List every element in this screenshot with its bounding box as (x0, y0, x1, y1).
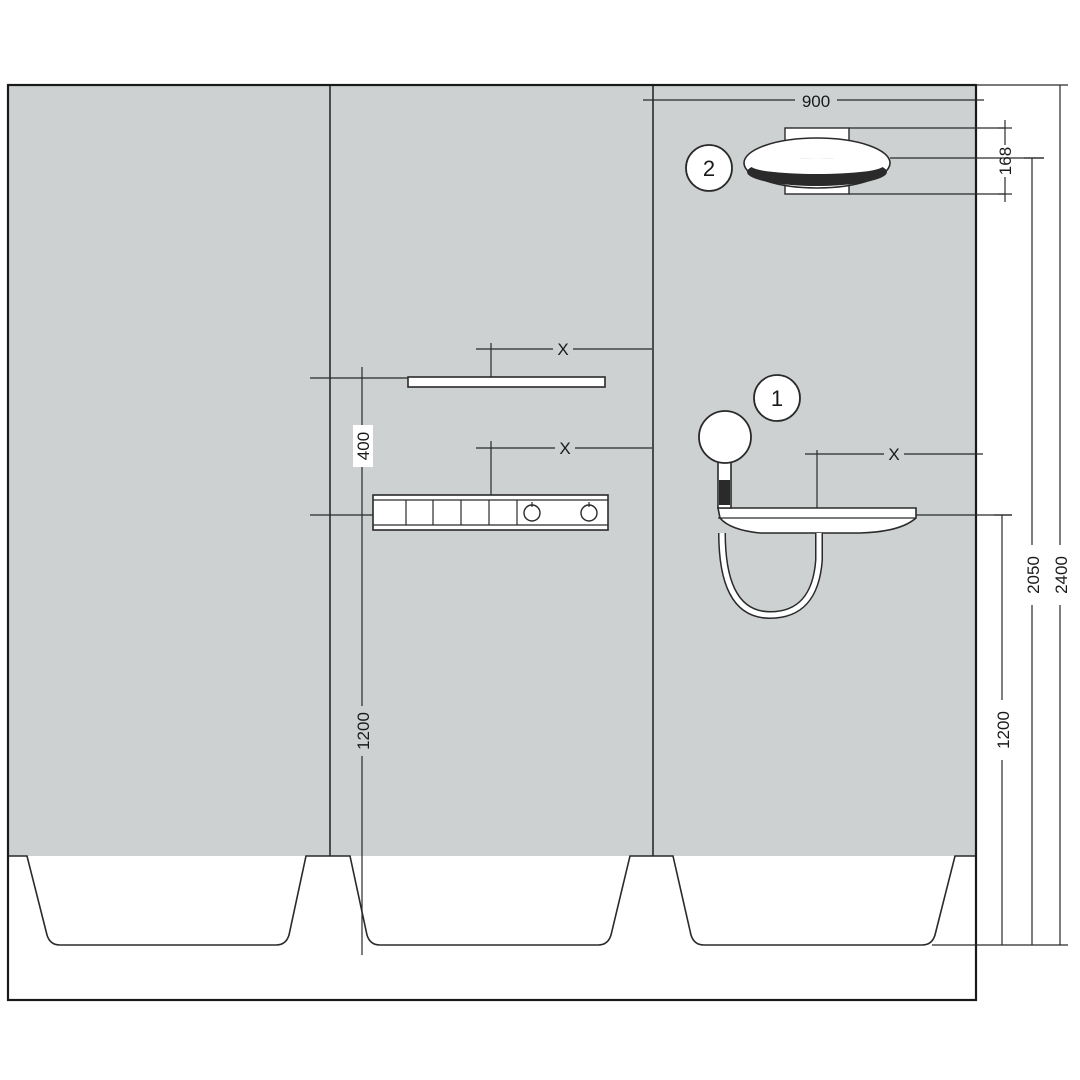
dim-2050-mask (1022, 545, 1042, 605)
hand-shower-assembly: X (698, 410, 1012, 620)
dim-1200-right-mask (992, 700, 1012, 760)
floor-basins (8, 855, 976, 946)
overhead-shower (743, 127, 1044, 195)
wall-background (8, 85, 976, 856)
dim-168-mask (996, 145, 1014, 177)
dim-900-mask (795, 90, 837, 110)
hand-shower-handle-grip (719, 480, 730, 505)
thermostat-knob-right (580, 504, 598, 522)
marker-1-label: 1 (771, 386, 783, 411)
marker-1-circle (753, 374, 801, 422)
top-shelf (407, 376, 606, 388)
dim-x-middle-label: X (559, 439, 570, 458)
dim-2400-label: 2400 (1052, 556, 1071, 594)
dim-2050-label: 2050 (1024, 556, 1043, 594)
thermostat-assembly: X (310, 438, 652, 531)
dim-x-top-label: X (557, 340, 568, 359)
overhead-shower-face-highlight (751, 158, 883, 174)
hand-shower-shelf (717, 507, 917, 534)
marker-2-circle (685, 144, 733, 192)
basin-outline (8, 855, 976, 946)
shower-hose (719, 532, 822, 618)
dim-1200-left-mask (353, 706, 373, 756)
dim-400-mask (353, 425, 373, 467)
marker-hand-shower: 1 (753, 374, 801, 422)
dim-1200-left-label: 1200 (354, 712, 373, 750)
dim-x-right-label: X (888, 445, 899, 464)
dim-2400-mask (1050, 545, 1070, 605)
top-shelf-assembly: X (310, 339, 652, 388)
thermostat-body (372, 494, 609, 531)
dim-x-middle-mask (555, 438, 575, 458)
marker-overhead-shower: 2 (685, 144, 733, 192)
dim-900-label: 900 (802, 92, 830, 111)
hand-shower-head (698, 410, 752, 464)
outer-frame (6, 83, 978, 1002)
dim-x-top-mask (553, 339, 573, 359)
dim-1200-right-label: 1200 (994, 711, 1013, 749)
dim-168-label: 168 (996, 147, 1015, 175)
marker-2-label: 2 (703, 156, 715, 181)
dim-x-right-mask (884, 444, 904, 464)
dim-400-label: 400 (354, 432, 373, 460)
thermostat-knob-left (523, 504, 541, 522)
